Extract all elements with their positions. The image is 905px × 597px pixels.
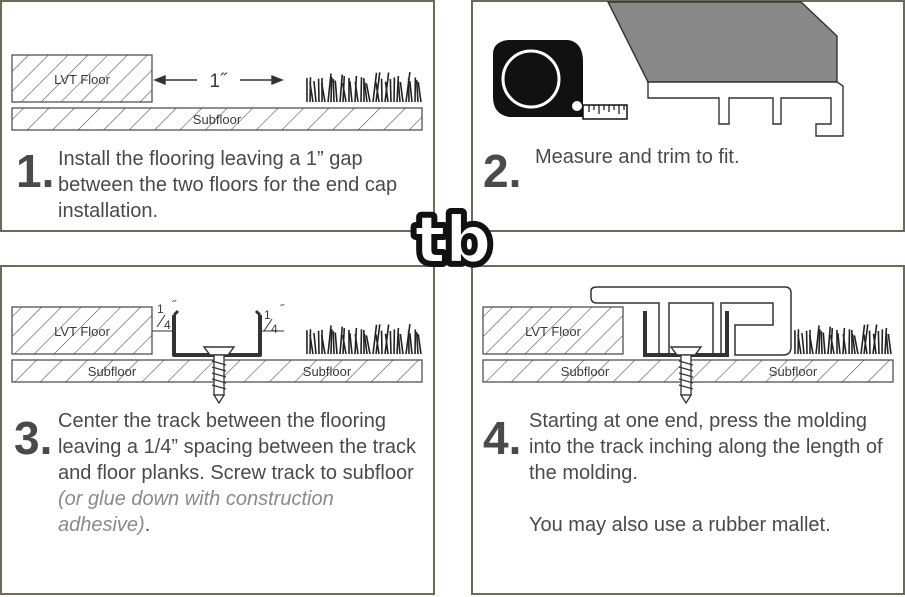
step-2-panel: 2. Measure and trim to fit. [471,0,905,232]
subfloor-label: Subfloor [561,364,610,379]
subfloor-label-right: Subfloor [303,364,352,379]
lvt-floor-label: LVT Floor [525,324,582,339]
svg-text:˝: ˝ [280,302,285,316]
step-number: 4. [483,415,521,461]
subfloor-label-right: Subfloor [769,364,818,379]
subfloor-label: Subfloor [193,112,242,127]
step-text: Center the track between the flooring le… [58,408,426,538]
svg-text:4: 4 [271,322,278,336]
svg-text:1: 1 [157,302,164,316]
lvt-floor-label: LVT Floor [54,324,111,339]
subfloor-label: Subfloor [88,364,137,379]
svg-text:4: 4 [164,318,171,332]
step-number: 3. [14,415,52,461]
step-text-main: Center the track between the flooring le… [58,410,416,484]
step-2-illustration [473,2,905,234]
logo-text: tb [415,204,491,278]
step-text: Install the flooring leaving a 1” gap be… [58,146,403,224]
quarter-inch-right: 1 4 ˝ [262,302,285,336]
step-4-panel: LVT Floor Subfloor Subfloor 4. Starting … [471,265,905,595]
svg-text:1: 1 [264,308,271,322]
step-extra-text: You may also use a rubber mallet. [529,512,889,538]
step-number: 1. [16,148,54,194]
step-text-note: (or glue down with construction adhesive… [58,488,334,536]
step-text: Starting at one end, press the molding i… [529,408,889,486]
step-3-panel: LVT Floor Subfloor Subfloor 1 4 ˝ 1 [0,265,435,595]
step-text: Measure and trim to fit. [535,144,875,170]
step-1-panel: LVT Floor Subfloor 1˝ 1. Install the flo… [0,0,435,232]
svg-text:˝: ˝ [172,298,177,312]
carpet-grass [307,324,421,354]
tape-measure-icon [493,40,627,119]
gap-label: 1˝ [210,71,229,92]
step-text-suffix: . [145,514,151,536]
lvt-floor-label: LVT Floor [54,72,111,87]
carpet-grass [795,324,891,354]
carpet-grass [307,72,421,102]
end-cap-molding [608,2,843,136]
step-number: 2. [483,148,521,194]
brand-logo: tb tb [403,198,503,284]
